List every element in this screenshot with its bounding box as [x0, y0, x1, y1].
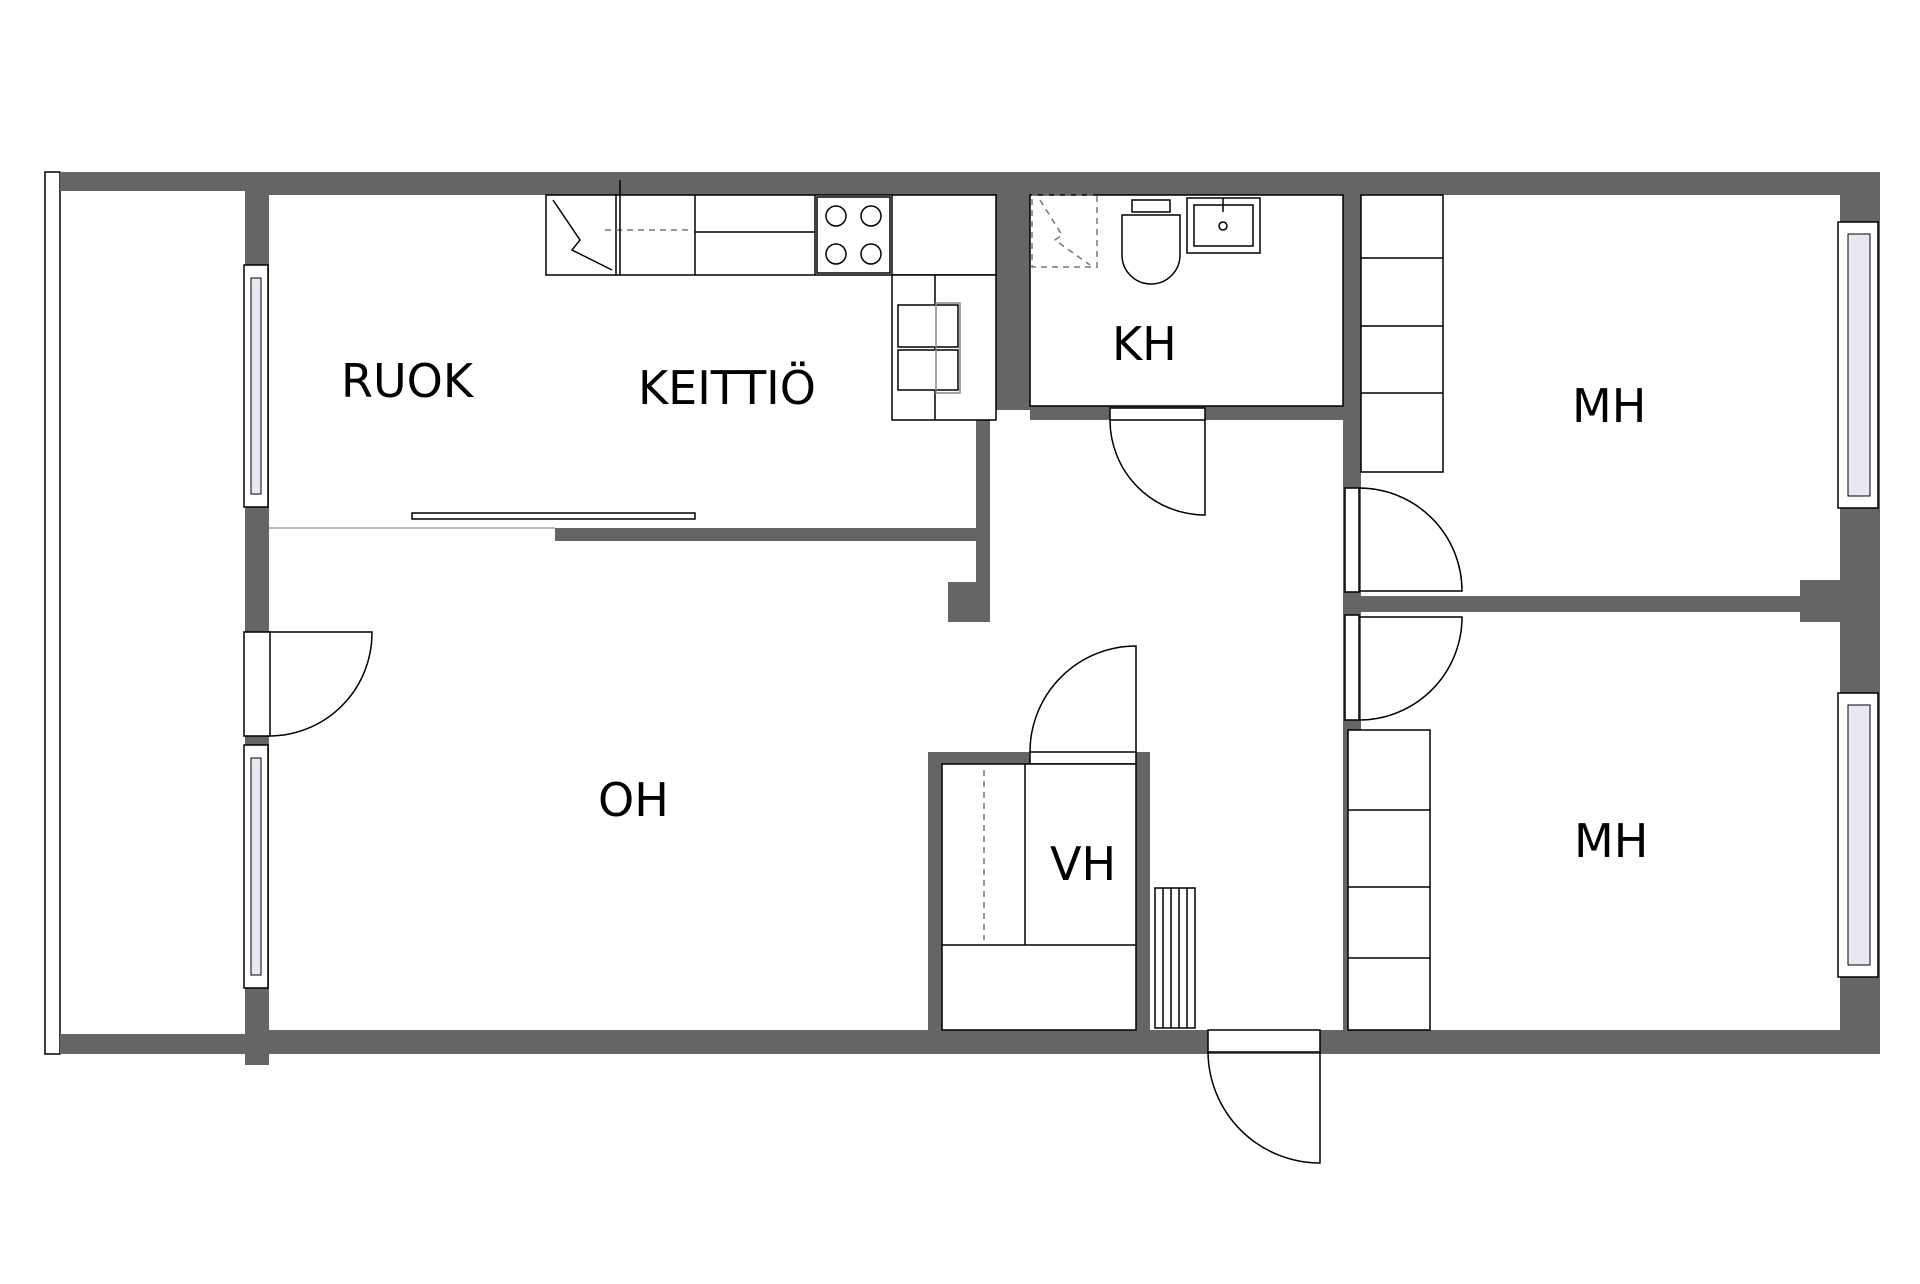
room-label-mh-bottom: MH: [1574, 814, 1648, 868]
stove-burner-icon: [825, 205, 847, 227]
stove-burner-icon: [860, 243, 882, 265]
room-label-mh-top: MH: [1572, 379, 1646, 433]
bathroom-fixtures: [1029, 194, 1344, 407]
room-label-keittio: KEITTIÖ: [638, 361, 816, 415]
room-label-vh: VH: [1050, 837, 1116, 891]
windows: [243, 221, 1879, 989]
wardrobes: [941, 194, 1444, 1031]
kitchen-fixtures: [269, 180, 997, 529]
sink-icon: [897, 304, 959, 348]
shoe-rack: [1154, 887, 1196, 1029]
balcony: [44, 171, 245, 1055]
doors: [243, 407, 1463, 1164]
shower-icon: [1031, 194, 1098, 268]
room-label-kh: KH: [1112, 317, 1177, 371]
room-label-ruok: RUOK: [341, 354, 475, 408]
stove-burner-icon: [825, 243, 847, 265]
room-labels: RUOK KEITTIÖ KH MH OH VH MH: [341, 317, 1648, 891]
toilet-icon: [1131, 199, 1171, 213]
room-label-oh: OH: [598, 773, 669, 827]
stove-burner-icon: [860, 205, 882, 227]
